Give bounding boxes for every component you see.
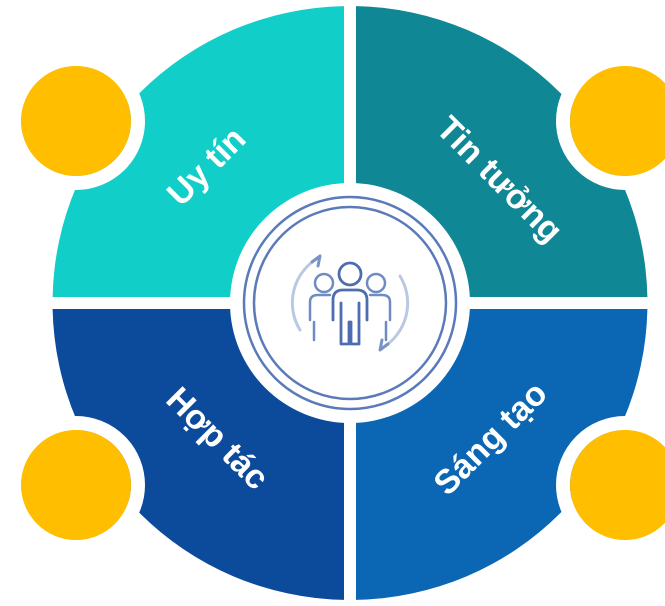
accent-fill-top-right (570, 66, 665, 176)
accent-fill-top-left (21, 66, 131, 176)
center-inner-circle (252, 205, 448, 401)
center-ring (242, 195, 458, 411)
center-outer-circle (230, 183, 470, 423)
accent-ring-bottom-left (7, 416, 145, 554)
accent-ring-top-right (556, 52, 665, 190)
accent-fill-bottom-left (21, 430, 131, 540)
accent-ring-top-left (7, 52, 145, 190)
team-cycle-icon (290, 254, 410, 352)
accent-ring-bottom-right (556, 416, 665, 554)
accent-fill-bottom-right (570, 430, 665, 540)
